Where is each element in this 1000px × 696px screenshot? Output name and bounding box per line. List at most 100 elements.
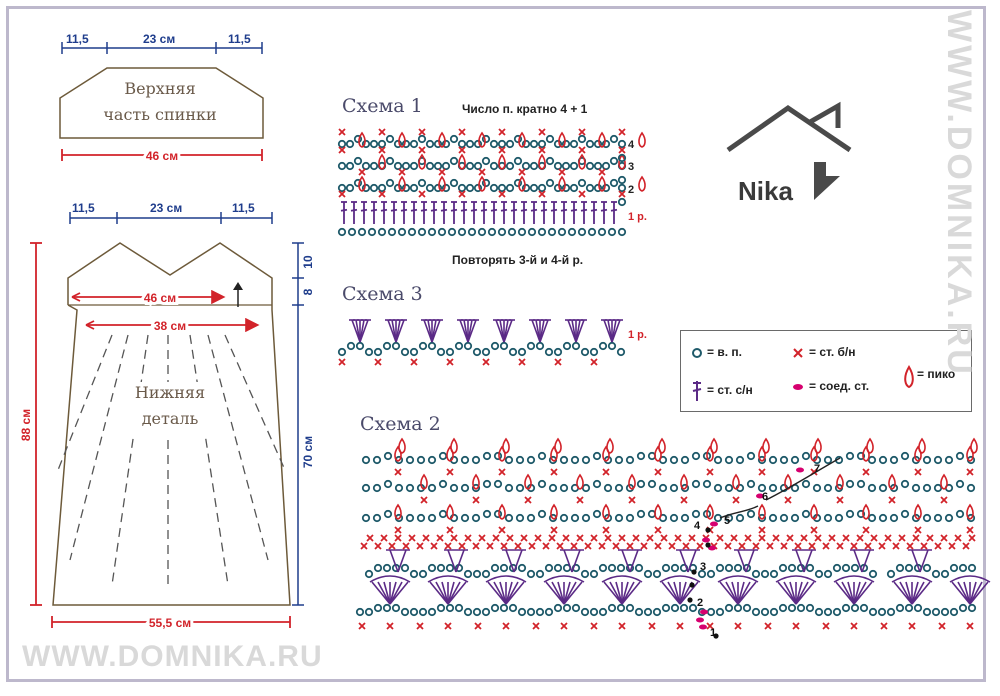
slst-stitch bbox=[696, 617, 704, 623]
sc-stitch bbox=[338, 190, 346, 198]
chain-stitch bbox=[769, 607, 779, 617]
scheme3-row: 1 р. bbox=[628, 329, 647, 341]
sc-stitch bbox=[618, 534, 626, 542]
lower-dim-10: 10 bbox=[301, 255, 315, 269]
fan-dc bbox=[621, 581, 641, 605]
picot-stitch bbox=[598, 131, 606, 148]
chain-stitch bbox=[589, 569, 599, 579]
legend-chain: = в. п. bbox=[707, 345, 742, 359]
chain-stitch bbox=[489, 161, 499, 171]
chain-stitch bbox=[481, 178, 491, 188]
chain-stitch bbox=[577, 178, 587, 188]
chain-stitch bbox=[383, 451, 393, 461]
picot-stitch bbox=[732, 473, 740, 490]
chain-stitch bbox=[589, 347, 599, 357]
picot-stitch bbox=[576, 473, 584, 490]
lower-dim-46: 46 см bbox=[144, 291, 176, 305]
chain-stitch bbox=[751, 607, 761, 617]
picot-stitch bbox=[498, 503, 506, 520]
dc-stitch bbox=[540, 201, 548, 224]
dc-stitch bbox=[520, 201, 528, 224]
chain-stitch bbox=[499, 563, 509, 573]
chain-stitch bbox=[465, 161, 475, 171]
lower-dim-right: 11,5 bbox=[232, 201, 255, 215]
sc-stitch bbox=[612, 542, 620, 550]
chain-stitch bbox=[856, 479, 866, 489]
chain-stitch bbox=[697, 569, 707, 579]
chain-stitch bbox=[401, 139, 411, 149]
dc-stitch bbox=[590, 201, 598, 224]
chain-stitch bbox=[643, 607, 653, 617]
sc-stitch bbox=[744, 534, 752, 542]
sc-stitch bbox=[548, 534, 556, 542]
chain-stitch bbox=[609, 156, 619, 166]
chain-stitch bbox=[913, 603, 923, 613]
chain-stitch bbox=[493, 479, 503, 489]
chain-stitch bbox=[393, 161, 403, 171]
chain-stitch bbox=[433, 183, 443, 193]
sc-stitch bbox=[422, 534, 430, 542]
sc-stitch bbox=[358, 622, 366, 630]
chain-stitch bbox=[814, 607, 824, 617]
chain-stitch bbox=[465, 183, 475, 193]
fan-dc bbox=[505, 581, 513, 605]
sc-stitch bbox=[418, 146, 426, 154]
chain-stitch bbox=[481, 347, 491, 357]
chain-stitch bbox=[601, 139, 611, 149]
fan-dc bbox=[969, 581, 989, 605]
path-dot bbox=[687, 597, 693, 603]
fan-dc bbox=[951, 581, 971, 605]
chain-stitch bbox=[841, 563, 851, 573]
chain-stitch bbox=[416, 455, 426, 465]
chain-stitch bbox=[805, 603, 815, 613]
fan-dc bbox=[539, 319, 551, 343]
chain-stitch bbox=[372, 455, 382, 465]
sc-stitch bbox=[524, 496, 532, 504]
chain-stitch bbox=[457, 227, 467, 237]
chain-stitch bbox=[418, 607, 428, 617]
sc-stitch bbox=[810, 526, 818, 534]
chain-stitch bbox=[868, 607, 878, 617]
chain-stitch bbox=[561, 161, 571, 171]
sc-stitch bbox=[632, 534, 640, 542]
chain-stitch bbox=[537, 451, 547, 461]
sc-stitch bbox=[498, 468, 506, 476]
chain-stitch bbox=[417, 178, 427, 188]
chain-stitch bbox=[504, 513, 514, 523]
fan-dc bbox=[447, 581, 467, 605]
chain-stitch bbox=[617, 175, 627, 185]
picot-stitch bbox=[836, 473, 844, 490]
picot-stitch bbox=[638, 175, 646, 192]
sc-stitch bbox=[962, 542, 970, 550]
picot-stitch bbox=[758, 503, 766, 520]
sc-stitch bbox=[602, 468, 610, 476]
chain-stitch bbox=[369, 161, 379, 171]
picot-stitch bbox=[394, 445, 402, 462]
chain-stitch bbox=[544, 607, 554, 617]
chain-stitch bbox=[490, 563, 500, 573]
chain-stitch bbox=[393, 183, 403, 193]
picot-stitch bbox=[762, 437, 770, 454]
dc-stitch bbox=[380, 201, 388, 224]
chain-stitch bbox=[515, 513, 525, 523]
slst-stitch bbox=[756, 493, 764, 499]
picot-stitch bbox=[888, 473, 896, 490]
sc-stitch bbox=[538, 146, 546, 154]
chain-stitch bbox=[944, 513, 954, 523]
sc-stitch bbox=[444, 542, 452, 550]
sc-stitch bbox=[474, 622, 482, 630]
chain-stitch bbox=[609, 134, 619, 144]
chain-stitch bbox=[473, 183, 483, 193]
picot-stitch bbox=[518, 175, 526, 192]
sc-stitch bbox=[486, 542, 494, 550]
sc-stitch bbox=[926, 534, 934, 542]
chain-stitch bbox=[460, 513, 470, 523]
sc-stitch bbox=[394, 526, 402, 534]
sc-stitch bbox=[808, 542, 816, 550]
slst-stitch bbox=[702, 537, 710, 543]
chain-stitch bbox=[779, 513, 789, 523]
sc-stitch bbox=[378, 128, 386, 136]
sc-stitch bbox=[338, 128, 346, 136]
picot-stitch bbox=[914, 503, 922, 520]
chain-stitch bbox=[878, 483, 888, 493]
